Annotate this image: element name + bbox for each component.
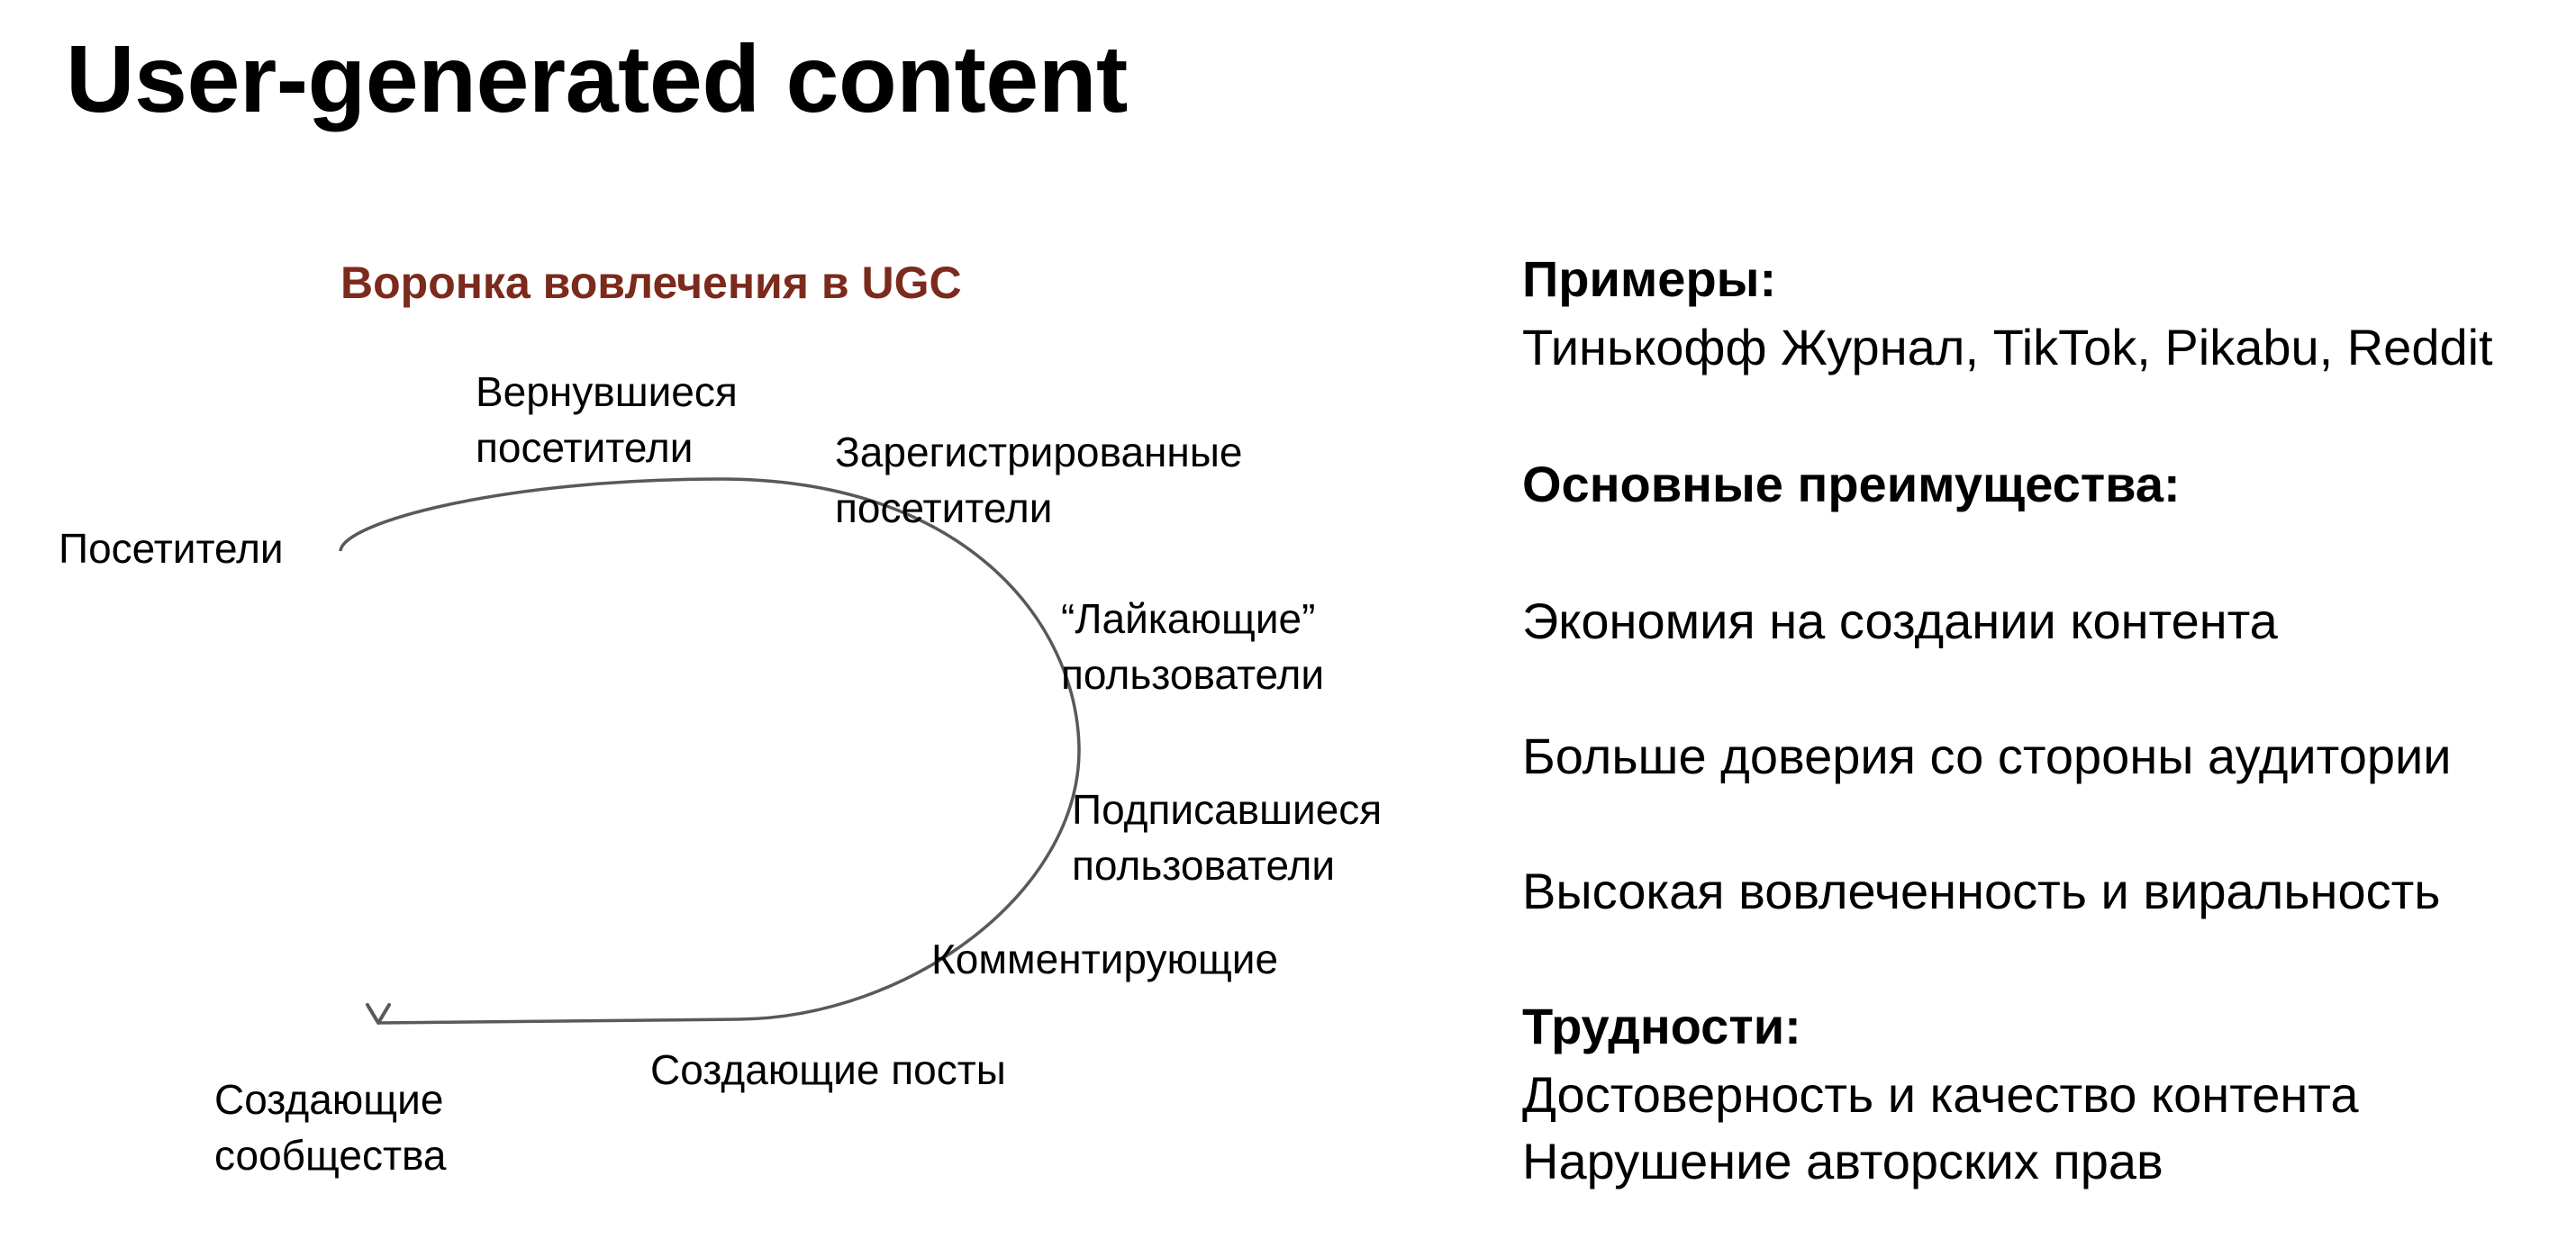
- stage-posting: Создающие посты: [650, 1042, 1006, 1098]
- funnel-title: Воронка вовлечения в UGC: [340, 258, 962, 308]
- difficulties-heading: Трудности:: [1522, 998, 1801, 1054]
- stage-communities: Создающие сообщества: [214, 1072, 447, 1183]
- difficulty-item: Достоверность и качество контента: [1522, 1066, 2359, 1123]
- stage-communities-line-1: Создающие: [214, 1076, 444, 1123]
- advantage-item: Больше доверия со стороны аудитории: [1522, 728, 2452, 784]
- stage-communities-line-2: сообщества: [214, 1132, 447, 1179]
- advantage-item: Высокая вовлеченность и виральность: [1522, 863, 2441, 919]
- examples-text: Тинькофф Журнал, TikTok, Pikabu, Reddit: [1522, 319, 2493, 375]
- stage-commenting-line-1: Комментирующие: [931, 936, 1279, 982]
- advantage-item: Экономия на создании контента: [1522, 592, 2278, 649]
- advantages-heading: Основные преимущества:: [1522, 456, 2181, 512]
- stage-liking-line-2: пользователи: [1061, 651, 1325, 698]
- stage-liking-line-1: “Лайкающие”: [1061, 595, 1316, 642]
- stage-registered-visitors: Зарегистрированные посетители: [835, 424, 1242, 536]
- stage-posting-line-1: Создающие посты: [650, 1046, 1006, 1093]
- stage-visitors: Посетители: [59, 520, 284, 576]
- stage-subscribed-line-2: пользователи: [1072, 842, 1336, 889]
- stage-returning-visitors: Вернувшиеся посетители: [476, 364, 738, 475]
- stage-subscribed-users: Подписавшиеся пользователи: [1072, 782, 1382, 893]
- stage-subscribed-line-1: Подписавшиеся: [1072, 786, 1383, 833]
- stage-commenting: Комментирующие: [931, 931, 1278, 987]
- difficulty-item: Нарушение авторских прав: [1522, 1133, 2163, 1189]
- slide-title: User-generated content: [66, 26, 1128, 132]
- stage-visitors-line-1: Посетители: [59, 525, 284, 572]
- stage-liking-users: “Лайкающие” пользователи: [1061, 591, 1324, 702]
- stage-returning-line-2: посетители: [476, 424, 694, 471]
- stage-registered-line-1: Зарегистрированные: [835, 429, 1243, 475]
- stage-returning-line-1: Вернувшиеся: [476, 368, 738, 415]
- funnel-arrowhead: [366, 1003, 391, 1025]
- stage-registered-line-2: посетители: [835, 484, 1053, 531]
- examples-heading: Примеры:: [1522, 250, 1777, 307]
